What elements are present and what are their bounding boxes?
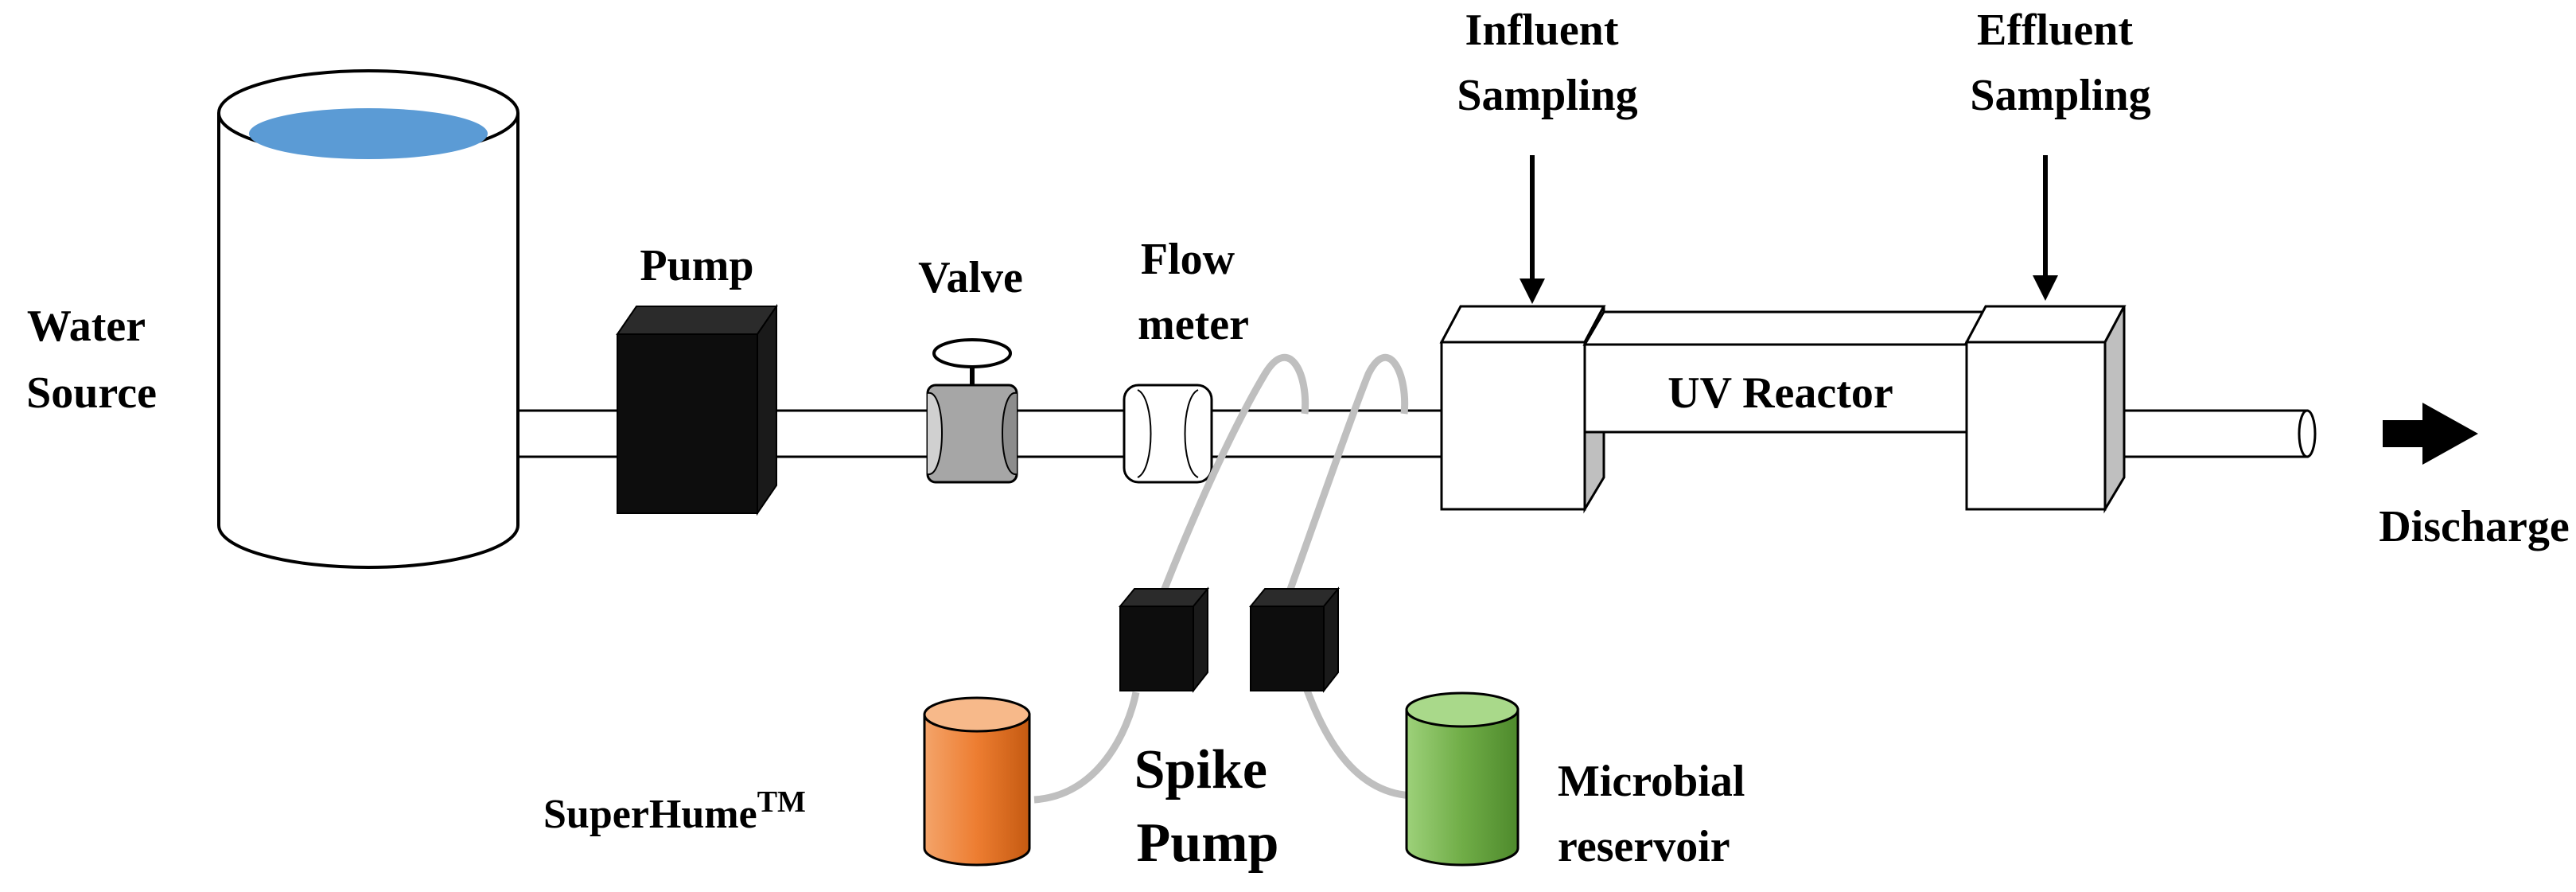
flow-meter-label: Flow meter bbox=[1138, 235, 1249, 349]
water-source-label: Water Source bbox=[26, 302, 157, 418]
main-pump bbox=[616, 303, 778, 516]
valve bbox=[926, 338, 1018, 484]
pump-label: Pump bbox=[640, 241, 753, 290]
spike-pump-label: Spike Pump bbox=[1134, 739, 1282, 874]
superhume-label: SuperHumeTM bbox=[543, 785, 806, 837]
water-source-tank bbox=[217, 69, 519, 569]
flow-meter bbox=[1123, 384, 1213, 484]
valve-label: Valve bbox=[918, 253, 1023, 302]
spike-pump-left bbox=[1118, 586, 1210, 693]
effluent-sampling-label: Effluent Sampling bbox=[1970, 6, 2150, 120]
trademark-mark: TM bbox=[757, 785, 806, 819]
microbial-reservoir bbox=[1405, 691, 1520, 867]
uv-reactor-label: UV Reactor bbox=[1667, 368, 1893, 418]
superhume-reservoir bbox=[923, 696, 1031, 867]
discharge-arrow-icon bbox=[2383, 403, 2478, 465]
valve-handle bbox=[932, 338, 1012, 368]
discharge-label: Discharge bbox=[2379, 502, 2570, 551]
uv-reactor-assembly bbox=[1439, 305, 2317, 514]
spike-pump-right bbox=[1248, 586, 1341, 693]
spike-tubing bbox=[1033, 353, 1417, 804]
influent-arrow bbox=[1520, 155, 1545, 304]
microbial-reservoir-label: Microbial reservoir bbox=[1558, 757, 1756, 871]
influent-sampling-label: Influent Sampling bbox=[1457, 6, 1637, 120]
water-surface bbox=[249, 108, 488, 159]
effluent-arrow bbox=[2033, 155, 2058, 301]
